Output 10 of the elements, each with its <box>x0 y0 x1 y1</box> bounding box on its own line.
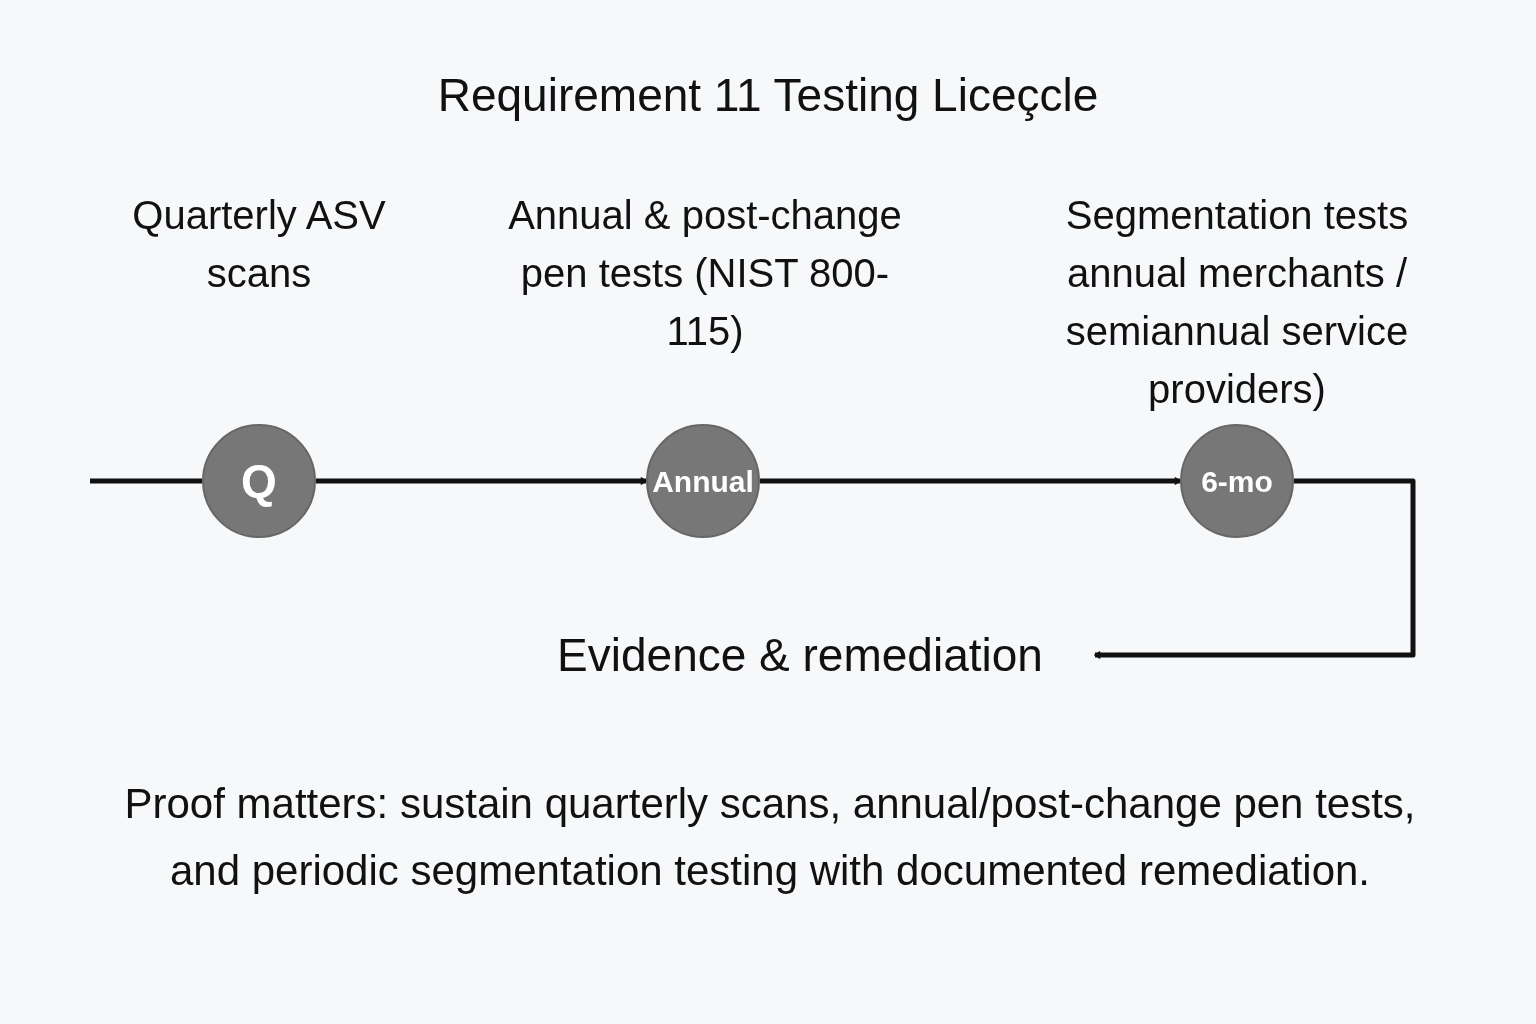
outcome-label: Evidence & remediation <box>505 622 1095 688</box>
diagram-title: Requirement 11 Testing Liceçcle <box>436 68 1100 123</box>
arrow <box>760 476 1181 486</box>
arrow <box>316 476 647 486</box>
caption: Proof matters: sustain quarterly scans, annual/post-change pen tests, and periodic segmentation testing with documented remediation. <box>123 779 1417 896</box>
step-description: Quarterly ASV scans <box>131 192 387 297</box>
connector-line <box>90 478 202 484</box>
arrow <box>1094 478 1416 660</box>
step-description: Annual & post-change pen tests (NIST 800-115) <box>507 192 903 355</box>
step-description: Segmentation tests annual merchants / semiannual service providers) <box>1064 192 1410 413</box>
